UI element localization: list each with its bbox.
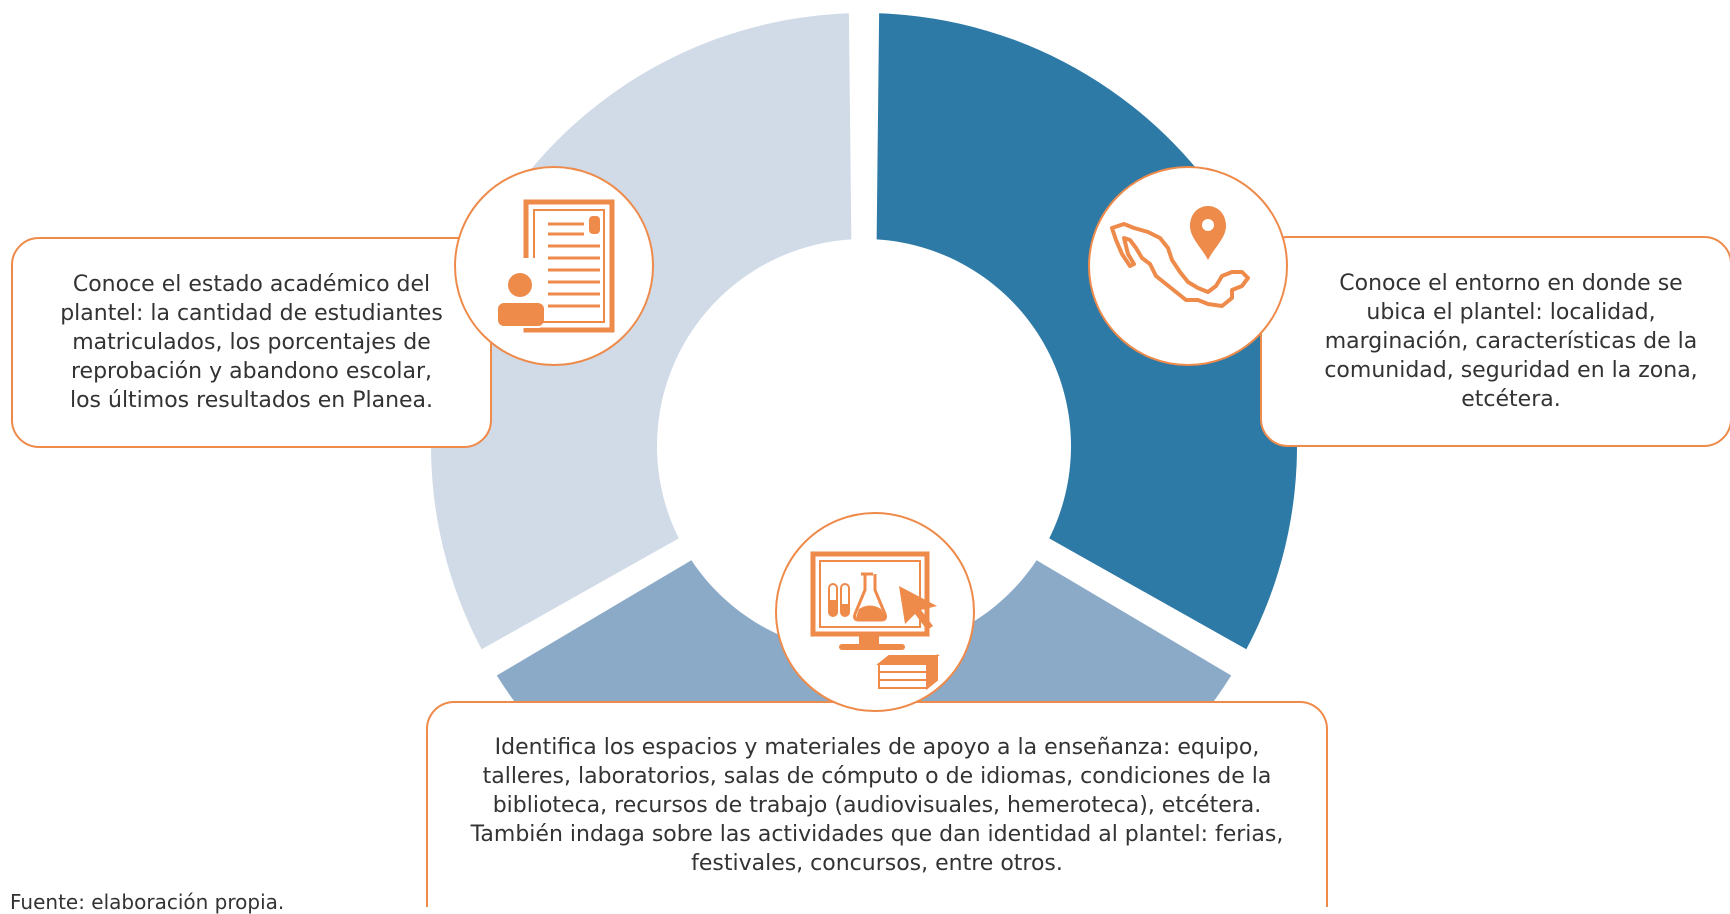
academic-status-text: Conoce el estado académico del plantel: …	[60, 272, 443, 413]
environment-box: Conoce el entorno en donde se ubica el p…	[1260, 236, 1730, 447]
computer-lab-books-icon	[810, 551, 940, 691]
resources-text: Identifica los espacios y materiales de …	[470, 734, 1284, 876]
environment-text: Conoce el entorno en donde se ubica el p…	[1324, 271, 1698, 412]
icon-circle-environment	[1088, 166, 1288, 366]
icon-circle-resources	[775, 512, 975, 712]
icon-circle-academic	[454, 166, 654, 366]
resources-box: Identifica los espacios y materiales de …	[426, 701, 1328, 907]
student-report-icon	[498, 199, 615, 333]
academic-status-box: Conoce el estado académico del plantel: …	[11, 237, 492, 448]
source-footnote: Fuente: elaboración propia.	[10, 890, 285, 914]
mexico-map-pin-icon	[1110, 206, 1250, 308]
